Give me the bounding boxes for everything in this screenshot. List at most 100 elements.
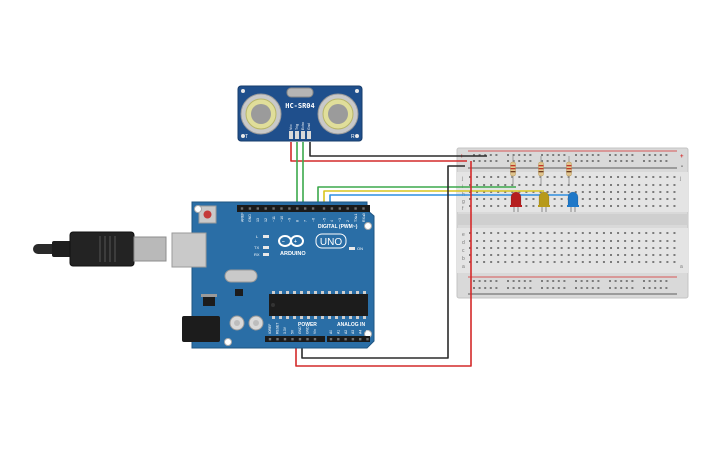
analog-pin-label: A5 [366, 330, 370, 334]
breadboard-holes [469, 154, 676, 289]
digital-pin[interactable] [354, 207, 357, 210]
power-pin[interactable] [298, 338, 302, 341]
wire-arduino-5v[interactable] [295, 161, 472, 367]
analog-pin-label: A3 [351, 330, 355, 334]
digital-pin-label: RX◂0 [362, 213, 366, 222]
arduino-brand-label: ARDUINO [280, 251, 306, 257]
pin-trig[interactable] [295, 131, 299, 139]
transducer-right [317, 93, 359, 135]
power-pin-label: 3.3V [283, 326, 287, 334]
led-label-tx: TX [254, 245, 259, 250]
digital-pin-label: 4 [330, 220, 334, 222]
resistor[interactable] [566, 156, 572, 184]
ultrasonic-sensor[interactable]: HC-SR04 Vcc Trig Echo Gnd T R [237, 85, 363, 142]
sensor-corner-t: T [245, 134, 248, 140]
power-pin[interactable] [283, 338, 287, 341]
digital-header [237, 205, 370, 212]
led-yellow[interactable] [538, 191, 550, 212]
led-red[interactable] [510, 191, 522, 212]
power-pin[interactable] [276, 338, 279, 341]
pin-label-trig: Trig [295, 124, 299, 130]
digital-pin[interactable] [330, 207, 334, 210]
power-pin-label: IOREF [268, 324, 272, 334]
crystal [286, 87, 314, 98]
led-l [263, 235, 269, 238]
power-pin-label: GND [298, 326, 302, 334]
analog-pin[interactable] [329, 338, 333, 341]
led-label-rx: RX [254, 252, 260, 257]
digital-pin-label: 12 [264, 218, 268, 222]
digital-pin-label: ~11 [272, 216, 276, 222]
analog-pin[interactable] [351, 338, 355, 341]
digital-header-label: DIGITAL (PWM~) [318, 224, 358, 230]
digital-pin[interactable] [248, 207, 252, 210]
leds [510, 191, 579, 212]
wire-arduino-gnd[interactable] [301, 165, 465, 359]
digital-pin[interactable] [288, 207, 291, 210]
analog-pin-label: A4 [358, 330, 362, 334]
digital-pin[interactable] [272, 207, 275, 210]
power-pin[interactable] [306, 338, 309, 341]
led-blue[interactable] [567, 191, 579, 212]
analog-header-label: ANALOG IN [337, 322, 365, 328]
voltage-regulator [203, 296, 215, 306]
digital-pin-label: ~9 [288, 218, 292, 222]
digital-pin[interactable] [304, 207, 307, 210]
analog-pin-label: A2 [344, 330, 348, 334]
digital-pin[interactable] [322, 207, 326, 210]
wire-sensor-gnd[interactable] [309, 142, 487, 157]
row-letter-a-right: a [680, 264, 683, 270]
row-letter-j-right: j [679, 176, 681, 182]
power-pin[interactable] [291, 338, 294, 341]
led-label-l: L [256, 234, 259, 239]
analog-pin[interactable] [359, 338, 362, 341]
analog-pin-label: A1 [337, 330, 341, 334]
power-header-label: POWER [298, 322, 317, 328]
resistor[interactable] [510, 156, 516, 184]
analog-pin[interactable] [366, 338, 369, 341]
digital-pin-label: ~6 [311, 218, 315, 222]
digital-pin-label: TX▸1 [354, 214, 358, 222]
pin-label-vcc: Vcc [289, 124, 293, 130]
svg-text:−: − [282, 239, 285, 245]
power-pin[interactable] [313, 338, 317, 341]
digital-pin[interactable] [296, 207, 299, 210]
power-pin[interactable] [268, 338, 272, 341]
digital-pin-label: 7 [304, 220, 308, 222]
row-letter-d: d [462, 240, 465, 246]
digital-pin-label: ~3 [338, 218, 342, 222]
row-letter-a: a [462, 264, 465, 270]
rail-plus-label-right: + [680, 154, 684, 160]
digital-pin[interactable] [240, 207, 244, 210]
led-tx [263, 246, 269, 249]
usb-port [171, 232, 207, 268]
pin-echo[interactable] [301, 131, 305, 139]
svg-text:+: + [294, 239, 297, 245]
analog-pin-label: A0 [329, 330, 333, 334]
digital-pin[interactable] [362, 207, 365, 210]
analog-pin[interactable] [337, 338, 340, 341]
pin-gnd[interactable] [307, 131, 311, 139]
digital-pin[interactable] [280, 207, 283, 210]
wire-sensor-vcc[interactable] [290, 142, 467, 162]
digital-pin[interactable] [256, 207, 259, 210]
pin-label-gnd: Gnd [307, 123, 311, 130]
digital-pin[interactable] [346, 207, 349, 210]
rail-plus-label: + [460, 154, 464, 160]
row-letter-e: e [462, 232, 465, 238]
pin-vcc[interactable] [289, 131, 293, 139]
on-led [349, 247, 355, 250]
resistor[interactable] [538, 156, 544, 184]
microcontroller-chip [269, 291, 368, 319]
power-pin-label: GND [306, 326, 310, 334]
digital-pin[interactable] [264, 207, 267, 210]
digital-pin[interactable] [338, 207, 341, 210]
row-letter-c: c [462, 248, 465, 254]
usb-cable[interactable] [33, 231, 167, 267]
analog-pin[interactable] [344, 338, 347, 341]
digital-pin[interactable] [311, 207, 315, 210]
digital-pin-label: 8 [296, 220, 300, 222]
wire-led-red[interactable] [317, 186, 516, 207]
